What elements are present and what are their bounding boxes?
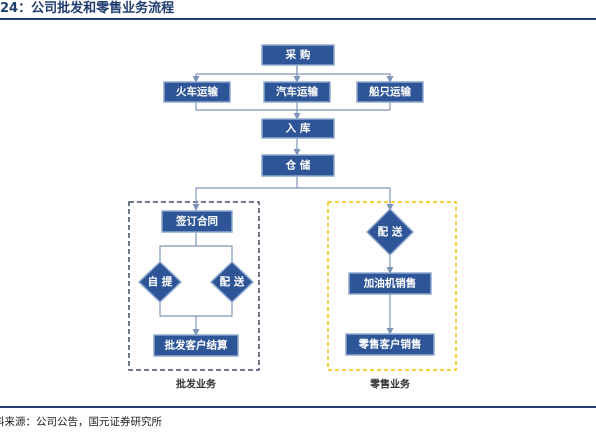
retail-delivery-diamond	[365, 207, 415, 257]
truck-label: 汽车运输	[276, 85, 318, 98]
settle-box	[153, 334, 239, 357]
wholesale-group-box	[128, 201, 260, 371]
gas-station-box	[348, 272, 432, 295]
connector-pickup-settle	[159, 302, 200, 336]
connector-purchase-ship	[297, 73, 394, 83]
connector-ship-warehouse	[297, 102, 391, 111]
contract-box	[161, 210, 233, 233]
source-note: 料来源：公司公告，国元证券研究所	[0, 416, 162, 428]
storage-label: 仓 储	[285, 159, 311, 172]
ship-label: 船只运输	[369, 85, 411, 98]
retail-sales-label: 零售客户销售	[358, 338, 422, 351]
train-label: 火车运输	[176, 85, 218, 98]
wholesale-group-label: 批发业务	[176, 378, 217, 391]
contract-label: 签订合同	[175, 215, 218, 228]
connector-contract-pickup	[159, 232, 197, 262]
ship-box	[356, 81, 424, 103]
warehouse-box	[261, 118, 335, 139]
retail-group-box	[327, 201, 457, 371]
header-rule	[0, 18, 596, 20]
connector-storage-wholesale	[192, 176, 298, 211]
retail-group-label: 零售业务	[369, 378, 411, 391]
purchase-label: 采 购	[285, 48, 311, 61]
connector-contract-delivery	[196, 245, 233, 262]
pickup-label: 自 提	[148, 275, 173, 288]
connector-train-warehouse	[195, 102, 297, 111]
connector-purchase-train	[192, 65, 298, 83]
connector-delivery-settle	[196, 302, 233, 317]
retail-delivery-label: 配 送	[378, 225, 403, 238]
footer-rule	[0, 406, 596, 408]
settle-label: 批发客户结算	[165, 339, 228, 352]
storage-box	[261, 154, 335, 177]
truck-box	[263, 81, 331, 103]
pickup-diamond	[137, 260, 183, 304]
retail-sales-box	[345, 333, 435, 356]
warehouse-label: 入 库	[286, 122, 311, 135]
wholesale-delivery-diamond	[209, 260, 255, 304]
figure-title: 24：公司批发和零售业务流程	[0, 1, 175, 16]
purchase-box	[261, 44, 335, 66]
figure-header: 24：公司批发和零售业务流程	[0, 0, 596, 20]
train-box	[163, 81, 231, 103]
gas-station-label: 加油机销售	[363, 277, 417, 290]
connector-storage-retail	[297, 187, 394, 211]
wholesale-delivery-label: 配 送	[220, 275, 245, 288]
